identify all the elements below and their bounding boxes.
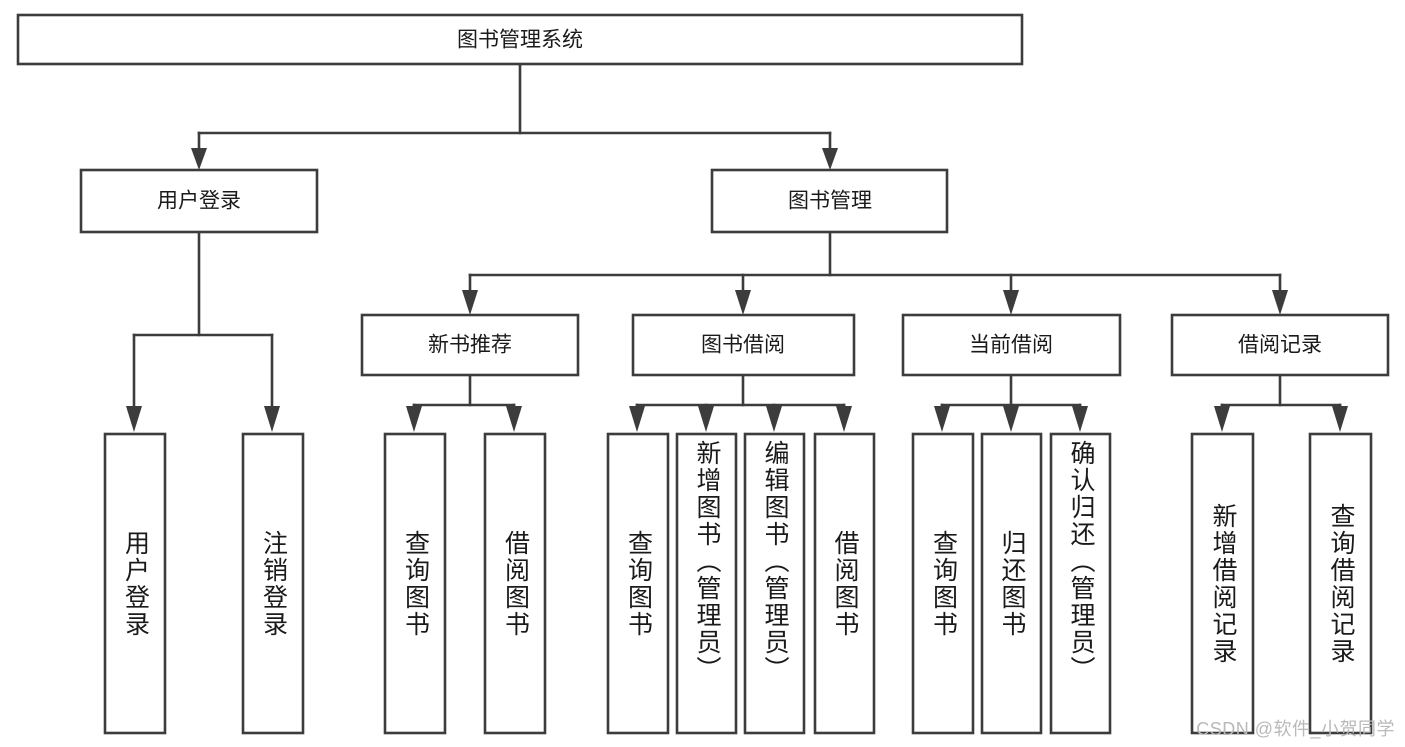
- arrow-head-leaf-query-book-borrow: [629, 406, 645, 432]
- arrow-head-leaf-return-book: [1003, 406, 1019, 432]
- leaf-box-user-logout[interactable]: [241, 432, 305, 735]
- arrow-head-user-login: [191, 148, 207, 170]
- node-label-user-login: 用户登录: [157, 190, 241, 213]
- connector-group-user-login-children: [126, 230, 280, 432]
- node-box-borrow-record[interactable]: [1170, 313, 1390, 377]
- node-borrow-record[interactable]: 借阅记录: [1170, 313, 1390, 377]
- arrow-head-leaf-user-login: [126, 406, 142, 432]
- node-box-user-login[interactable]: [79, 168, 319, 234]
- arrow-head-leaf-confirm-return: [1072, 406, 1088, 432]
- node-book-management[interactable]: 图书管理: [710, 168, 949, 234]
- connector-group-new-book-recommend-children: [406, 373, 522, 432]
- leaf-box-confirm-return[interactable]: [1049, 432, 1112, 735]
- node-new-book-recommend[interactable]: 新书推荐: [360, 313, 580, 377]
- arrow-head-current-borrow: [1003, 290, 1019, 315]
- node-box-current-borrow[interactable]: [901, 313, 1122, 377]
- arrow-head-borrow-record: [1272, 290, 1288, 315]
- arrow-head-leaf-query-book-current: [934, 406, 950, 432]
- node-box-root[interactable]: [16, 13, 1024, 66]
- node-box-book-management[interactable]: [710, 168, 949, 234]
- connector-group-book-management: [462, 230, 1288, 315]
- arrow-head-leaf-edit-book: [766, 406, 782, 432]
- leaf-box-query-book-current[interactable]: [911, 432, 975, 735]
- arrow-head-leaf-query-book-recommend: [406, 406, 422, 432]
- arrow-head-book-borrow: [735, 290, 751, 315]
- connector-group-borrow-record-children: [1214, 373, 1348, 432]
- leaf-box-edit-book[interactable]: [743, 432, 806, 735]
- node-box-book-borrow[interactable]: [631, 313, 856, 377]
- arrow-head-book-management: [822, 148, 838, 170]
- node-label-root: 图书管理系统: [457, 29, 583, 52]
- connector-group-book-borrow-children: [629, 373, 852, 432]
- leaf-boxes: [103, 432, 1373, 735]
- arrow-head-leaf-borrow-book-recommend: [506, 406, 522, 432]
- node-label-book-management: 图书管理: [788, 190, 872, 213]
- node-box-new-book-recommend[interactable]: [360, 313, 580, 377]
- node-label-borrow-record: 借阅记录: [1238, 334, 1322, 357]
- leaf-box-query-book-borrow[interactable]: [606, 432, 670, 735]
- arrow-head-leaf-user-logout: [264, 406, 280, 432]
- leaf-box-return-book[interactable]: [980, 432, 1043, 735]
- connector-group-root: [191, 62, 838, 170]
- arrow-head-leaf-add-book: [698, 406, 714, 432]
- node-book-borrow[interactable]: 图书借阅: [631, 313, 856, 377]
- arrow-head-leaf-borrow-book: [836, 406, 852, 432]
- leaf-box-add-book[interactable]: [675, 432, 738, 735]
- node-user-login[interactable]: 用户登录: [79, 168, 319, 234]
- leaf-box-add-borrow-record[interactable]: [1190, 432, 1255, 735]
- arrow-head-leaf-query-borrow-record: [1332, 406, 1348, 432]
- node-label-current-borrow: 当前借阅: [969, 334, 1053, 357]
- leaf-box-borrow-book[interactable]: [813, 432, 876, 735]
- leaf-box-user-login[interactable]: [103, 432, 167, 735]
- arrow-head-leaf-add-borrow-record: [1214, 406, 1230, 432]
- leaf-box-borrow-book-recommend[interactable]: [483, 432, 547, 735]
- leaf-box-query-book-recommend[interactable]: [383, 432, 447, 735]
- leaf-box-query-borrow-record[interactable]: [1308, 432, 1373, 735]
- node-label-book-borrow: 图书借阅: [701, 334, 785, 357]
- node-root[interactable]: 图书管理系统: [16, 13, 1024, 66]
- node-label-new-book-recommend: 新书推荐: [428, 334, 512, 357]
- watermark-text: CSDN @软件_小贺同学: [1196, 719, 1395, 739]
- connector-group-current-borrow-children: [934, 373, 1088, 432]
- arrow-head-new-book-recommend: [462, 290, 478, 315]
- node-current-borrow[interactable]: 当前借阅: [901, 313, 1122, 377]
